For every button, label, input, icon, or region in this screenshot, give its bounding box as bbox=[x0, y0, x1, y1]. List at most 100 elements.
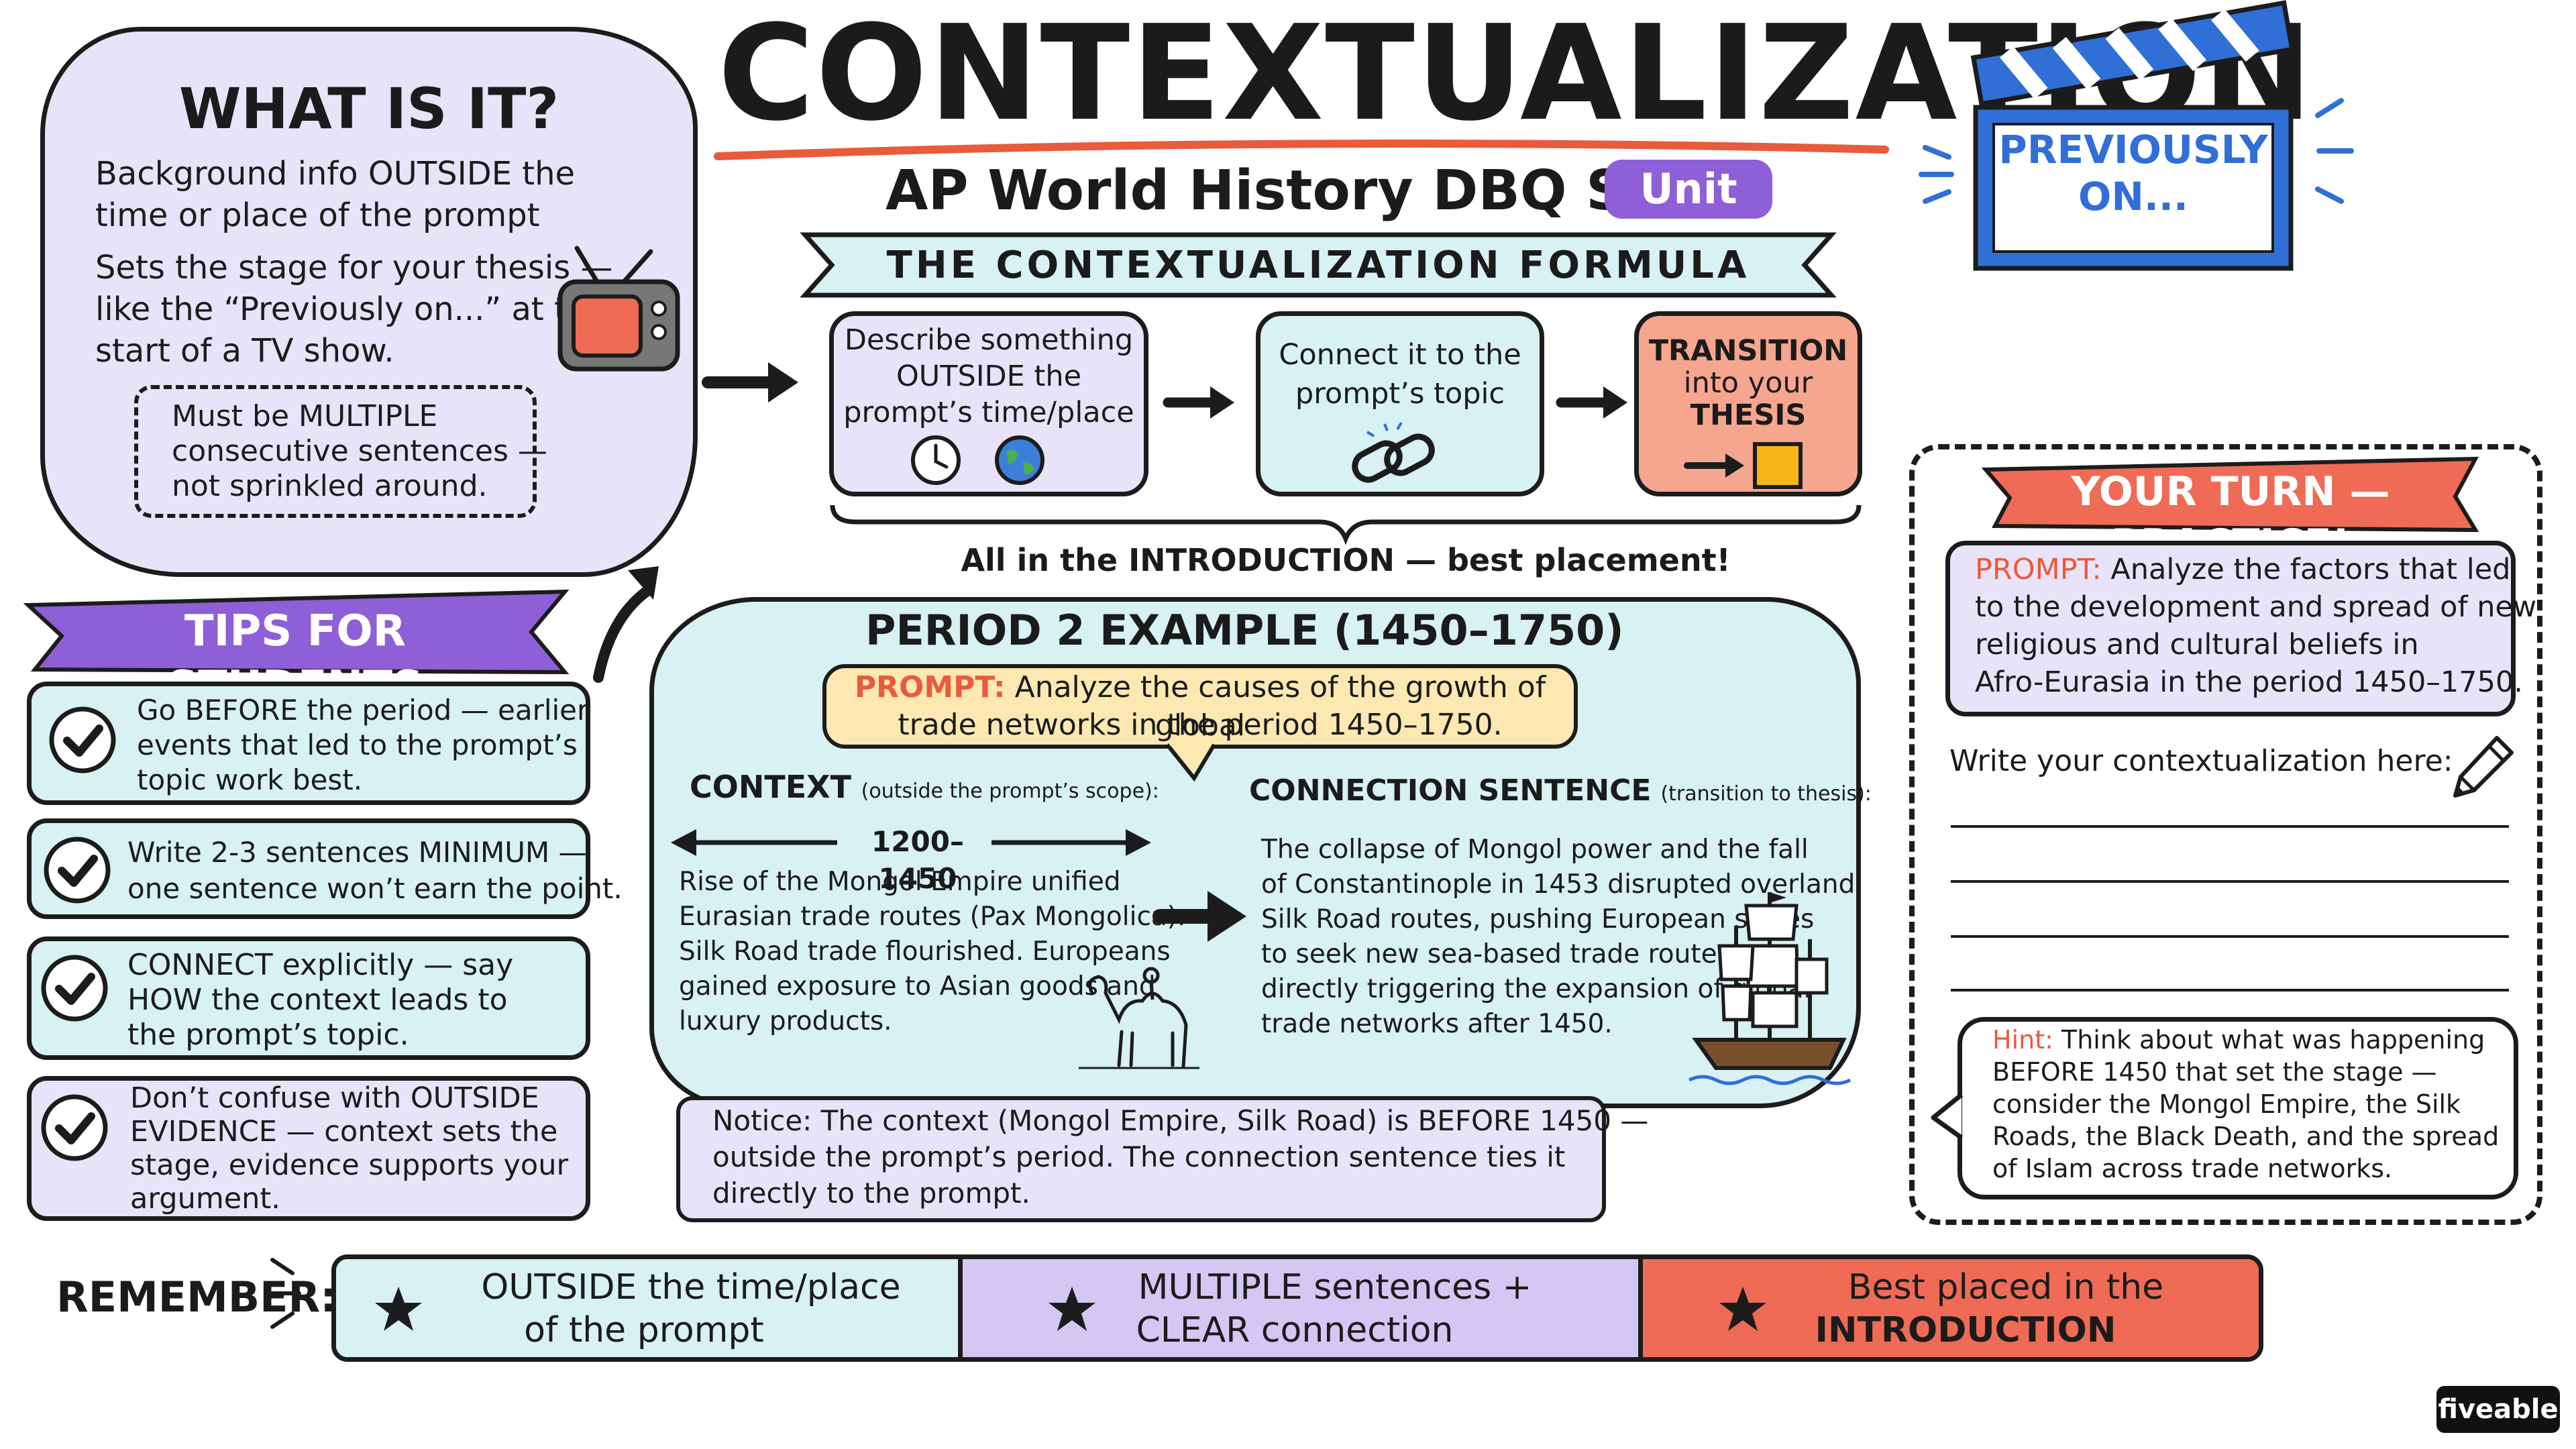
hint-line: Roads, the Black Death, and the spread bbox=[1992, 1122, 2500, 1151]
connection-text: Silk Road routes, pushing European state… bbox=[1261, 904, 1815, 934]
tip-text: one sentence won’t earn the point. bbox=[127, 872, 623, 905]
unit-badge: Unit 14 bbox=[1605, 160, 1772, 272]
connection-text: trade networks after 1450. bbox=[1261, 1009, 1613, 1039]
remember-text: Best placed in the bbox=[1847, 1267, 2164, 1307]
context-text: Eurasian trade routes (Pax Mongolica). bbox=[679, 902, 1186, 932]
tip-card bbox=[27, 682, 590, 805]
ship-icon bbox=[1688, 892, 1851, 1085]
what-is-it-line: Background info OUTSIDE the bbox=[95, 155, 576, 193]
practice-panel bbox=[1909, 444, 2542, 1225]
timeline-label: 1200–1450 bbox=[871, 825, 964, 895]
connection-label: CONNECTION SENTENCE bbox=[1249, 773, 1652, 808]
checkmark-icon bbox=[41, 1094, 108, 1161]
tip-text: argument. bbox=[130, 1182, 280, 1216]
writing-line[interactable] bbox=[1951, 825, 2509, 828]
what-is-it-line: start of a TV show. bbox=[95, 332, 394, 370]
what-is-it-line: time or place of the prompt bbox=[95, 197, 540, 234]
tip-text: Go BEFORE the period — earlier bbox=[137, 694, 589, 727]
clapper-text-2: ON... bbox=[2078, 174, 2188, 219]
what-is-it-line: like the “Previously on...” at the bbox=[95, 290, 607, 328]
globe-icon bbox=[995, 435, 1044, 485]
brand-label: fiveable bbox=[2438, 1394, 2559, 1425]
context-text: luxury products. bbox=[679, 1006, 892, 1036]
brand-logo[interactable]: fiveable bbox=[2436, 1386, 2560, 1433]
writing-line[interactable] bbox=[1951, 935, 2509, 938]
connection-note: (transition to thesis): bbox=[1660, 782, 1872, 806]
formula-brace bbox=[830, 504, 1862, 545]
hint-label: Hint: bbox=[1992, 1025, 2053, 1055]
title-underline bbox=[714, 140, 1889, 160]
context-text: Rise of the Mongol Empire unified bbox=[679, 867, 1121, 897]
arrow-right-icon bbox=[1556, 386, 1627, 419]
connection-text: directly triggering the expansion of glo… bbox=[1261, 974, 1811, 1004]
chain-link-icon bbox=[1352, 421, 1435, 483]
practice-prompt-label: PROMPT: bbox=[1975, 553, 2102, 586]
checkmark-icon bbox=[49, 706, 116, 773]
notice-box bbox=[676, 1096, 1606, 1222]
tip-card bbox=[27, 818, 590, 919]
connection-text: to seek new sea-based trade routes — bbox=[1261, 939, 1766, 969]
context-heading: CONTEXT (outside the prompt’s scope): bbox=[690, 767, 1159, 808]
tip-text: the prompt’s topic. bbox=[127, 1018, 409, 1052]
brace-caption: All in the INTRODUCTION — best placement… bbox=[961, 542, 1731, 578]
tv-icon bbox=[557, 246, 680, 372]
formula-banner-shape bbox=[800, 232, 1837, 298]
practice-prompt-line: to the development and spread of new bbox=[1975, 590, 2537, 624]
example-prompt-line: trade networks in the period 1450–1750. bbox=[898, 708, 1503, 742]
formula-step-3 bbox=[1634, 311, 1862, 496]
camel-icon bbox=[1079, 967, 1199, 1069]
tips-arrow-icon bbox=[593, 566, 659, 683]
hint-line: consider the Mongol Empire, the Silk bbox=[1992, 1089, 2461, 1119]
hint-tail bbox=[1931, 1093, 1964, 1140]
formula-step-1 bbox=[829, 311, 1148, 496]
tip-text: stage, evidence supports your bbox=[130, 1148, 569, 1182]
practice-banner-shape bbox=[1981, 456, 2479, 533]
clock-icon bbox=[911, 435, 961, 485]
step-text: THESIS bbox=[1690, 398, 1807, 432]
tip-text: events that led to the prompt’s bbox=[137, 729, 578, 761]
tip-text: EVIDENCE — context sets the bbox=[130, 1115, 558, 1148]
step-text: prompt’s topic bbox=[1295, 377, 1505, 411]
note-line: consecutive sentences — bbox=[172, 434, 547, 468]
step-text: TRANSITION bbox=[1648, 334, 1848, 368]
tip-text: topic work best. bbox=[137, 763, 363, 796]
connection-heading: CONNECTION SENTENCE (transition to thesi… bbox=[1249, 771, 1872, 810]
example-prompt-box bbox=[822, 664, 1578, 749]
remember-text: CLEAR connection bbox=[1136, 1310, 1454, 1350]
arrow-right-icon bbox=[702, 362, 798, 402]
star-icon bbox=[375, 1287, 422, 1331]
notice-line: directly to the prompt. bbox=[712, 1177, 1030, 1210]
notice-line: Notice: The context (Mongol Empire, Silk… bbox=[712, 1104, 1649, 1137]
hint-line: Hint: Think about what was happening bbox=[1992, 1024, 2485, 1057]
writing-line[interactable] bbox=[1951, 880, 2509, 883]
connection-text: of Constantinople in 1453 disrupted over… bbox=[1261, 869, 1856, 900]
tip-text: Write 2-3 sentences MINIMUM — bbox=[127, 836, 587, 869]
practice-prompt-box bbox=[1945, 541, 2516, 716]
clapperboard-icon bbox=[1919, 0, 2354, 271]
context-note: (outside the prompt’s scope): bbox=[861, 780, 1159, 803]
example-heading: PERIOD 2 EXAMPLE (1450–1750) bbox=[865, 606, 1624, 655]
what-is-it-line: Sets the stage for your thesis — bbox=[95, 249, 613, 286]
step-text: prompt’s time/place bbox=[843, 396, 1134, 429]
star-icon bbox=[1719, 1287, 1766, 1331]
clapper-text-1: PREVIOUSLY bbox=[1998, 127, 2268, 172]
writing-line[interactable] bbox=[1951, 989, 2509, 991]
note-line: not sprinkled around. bbox=[172, 469, 488, 503]
prompt-label: PROMPT: bbox=[854, 670, 1006, 704]
practice-prompt-line: religious and cultural beliefs in bbox=[1975, 628, 2419, 661]
prompt-text: Analyze the causes of the growth of glob… bbox=[1014, 670, 1546, 743]
step-text: Describe something bbox=[844, 323, 1134, 357]
hint-box bbox=[1957, 1017, 2518, 1199]
page-subtitle: AP World History DBQ Skill bbox=[885, 159, 1719, 223]
thesis-arrow-icon bbox=[1684, 442, 1803, 489]
context-label: CONTEXT bbox=[690, 769, 852, 805]
practice-prompt-line: PROMPT: Analyze the factors that led bbox=[1975, 551, 2510, 589]
tip-card bbox=[27, 936, 590, 1060]
emphasis-lines bbox=[270, 1258, 301, 1329]
tip-text: CONNECT explicitly — say bbox=[127, 948, 514, 982]
arrow-right-icon bbox=[1152, 891, 1246, 942]
formula-banner: THE CONTEXTUALIZATION FORMULA bbox=[886, 244, 1750, 287]
arrow-right-icon bbox=[1163, 386, 1234, 419]
star-icon bbox=[1049, 1287, 1095, 1331]
timeline-arrow bbox=[671, 826, 1151, 859]
